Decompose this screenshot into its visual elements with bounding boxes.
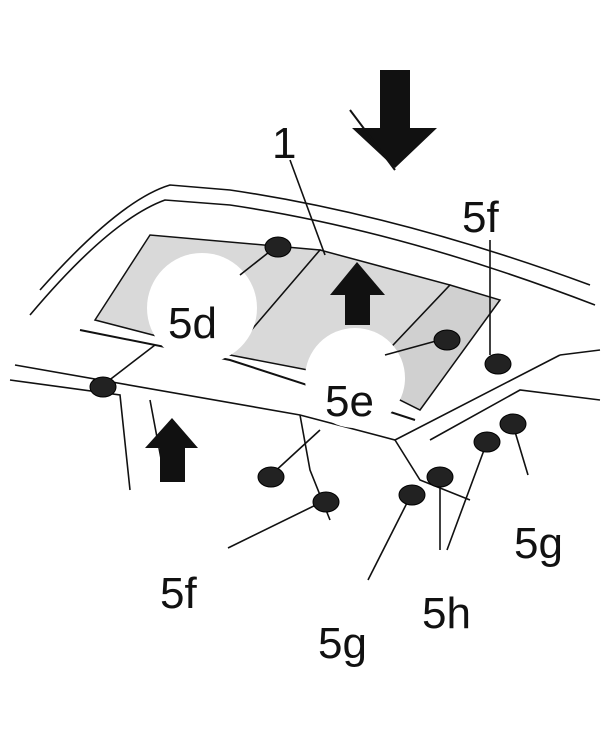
- label-part-5f-bottom: 5f: [160, 569, 197, 618]
- sunroof-panels: [79, 234, 502, 421]
- label-part-5g-bottom: 5g: [318, 619, 367, 668]
- label-part-5e: 5e: [325, 377, 374, 426]
- label-part-5f-top: 5f: [462, 193, 499, 242]
- callout-circle-5d: [147, 253, 257, 363]
- down-arrow-icon: [352, 70, 437, 168]
- up-arrow-icon: [145, 418, 198, 482]
- direction-arrows: [145, 70, 437, 482]
- label-part-5d: 5d: [168, 299, 217, 348]
- up-arrow-icon: [330, 262, 385, 325]
- label-part-1: 1: [272, 119, 297, 168]
- label-part-5h: 5h: [422, 589, 471, 638]
- callout-circle-5e: [305, 328, 405, 428]
- fasteners: [89, 236, 527, 513]
- label-part-5g-right: 5g: [514, 519, 563, 568]
